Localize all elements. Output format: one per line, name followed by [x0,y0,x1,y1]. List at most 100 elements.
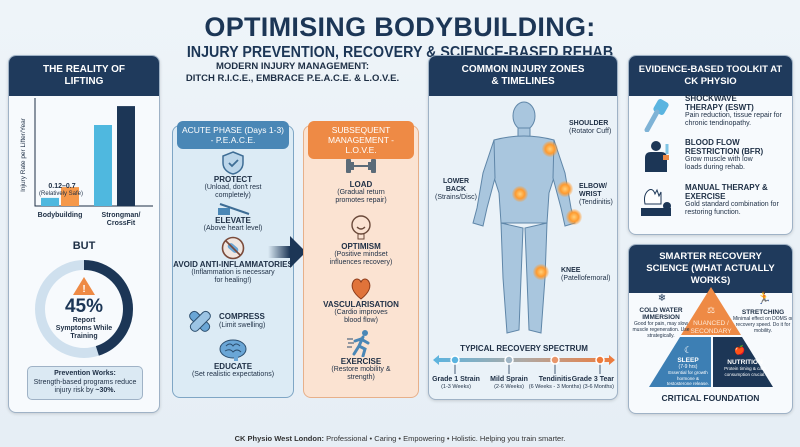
peace-item-avoid: AVOID ANTI-INFLAMMATORIES (Inflammation … [173,236,293,285]
donut-fill [35,260,133,358]
zone-label-elbow-wrist: ELBOW/ WRIST(Tendinitis) [579,183,613,206]
zone-label-knee: KNEE(Patellofemoral) [561,267,611,282]
pyramid-top-label: NUANCED / SECONDARY [690,320,732,335]
spectrum-marker [504,355,514,365]
zone-label-lower-back: LOWER BACK(Strains/Disc) [434,178,477,201]
item-desc: (Set realistic expectations) [191,371,275,378]
donut-value: 45% [64,296,104,317]
bar-0 [41,197,59,206]
no-pill-icon [221,236,245,260]
item-name: OPTIMISM [341,242,381,251]
spectrum-title: TYPICAL RECOVERY SPECTRUM [460,344,588,353]
zone-label-shoulder: SHOULDER(Rotator Cuff) [569,120,612,135]
runner-icon [347,330,370,357]
dumbbell-icon [346,159,376,173]
recovery-science-panel: SMARTER RECOVERY SCIENCE (WHAT ACTUALLY … [628,244,793,414]
toolkit-panel: EVIDENCE-BASED TOOLKIT AT CK PHYSIO SHOC… [628,55,793,235]
callout-emph: ~30%. [95,387,116,394]
toolkit-title: EVIDENCE-BASED TOOLKIT AT CK PHYSIO [629,56,792,96]
moon-icon: ☾ [683,345,693,355]
bar-2 [94,125,112,206]
elevated-leg-icon [218,203,250,215]
footer: CK Physio West London: Professional • Ca… [0,434,800,443]
donut-label: Report Symptoms While Training [55,317,113,340]
spectrum-tendinitis: Tendinitis(6 Weeks - 3 Months) [528,376,582,390]
item-desc: (Gradual return promotes repair) [335,189,387,204]
item-name: LOAD [349,180,373,189]
footer-brand: CK Physio West London: [234,434,325,443]
item-name: AVOID ANTI-INFLAMMATORIES [173,260,293,269]
category-strongman: Strongman/ CrossFit [101,212,141,227]
human-anatomy-figure [472,101,576,334]
bandage-icon [189,310,211,332]
item-desc: (Cardio improves blood flow) [334,309,388,324]
pyramid-top [681,287,741,335]
spectrum-marker [550,355,560,365]
spectrum-marker [595,355,605,365]
injury-zones-panel: COMMON INJURY ZONES & TIMELINES SHOULDER… [428,55,618,400]
toolkit-item-bfr: BLOOD FLOW RESTRICTION (BFR)Grow muscle … [685,138,764,171]
pyramid-nutrition [713,337,773,387]
item-desc: (Positive mindset influences recovery) [329,251,393,266]
item-name: VASCULARISATION [323,300,399,309]
chart-axis [34,98,153,207]
bar-annotation-value: 0.12–0.7 [48,183,76,190]
item-name: EDUCATE [213,362,253,371]
management-title: MODERN INJURY MANAGEMENT: [215,61,370,72]
bar-3 [117,106,135,206]
warning-icon [73,277,95,295]
brain-icon [219,339,247,361]
callout-title: Prevention Works: [54,370,116,377]
spectrum-grade3: Grade 3 Tear(3-6 Months) [571,376,614,390]
love-item-vascularisation: VASCULARISATION (Cardio improves blood f… [304,274,418,325]
footer-text: Professional • Caring • Empowering • Hol… [324,434,566,443]
management-subtitle: DITCH R.I.C.E., EMBRACE P.E.A.C.E. & L.O… [185,73,400,84]
nutrition-icon: 🍎 [734,345,746,355]
love-item-exercise: EXERCISE (Restore mobility & strength) [304,329,418,382]
item-desc: (Limit swelling) [219,322,266,329]
love-phase-label: SUBSEQUENT MANAGEMENT - L.O.V.E. [308,121,414,159]
reality-title: THE REALITY OF LIFTING [9,56,159,96]
item-name: COMPRESS [219,312,265,321]
reality-panel: THE REALITY OF LIFTING Injury Rate per L… [8,55,160,413]
smiling-head-icon [351,215,371,240]
manual-therapy-icon [641,188,671,216]
shield-check-icon [222,151,244,175]
shoulder-hotspot [542,141,558,157]
item-desc: (Restore mobility & strength) [331,366,391,381]
page-title: OPTIMISING BODYBUILDING: [204,12,596,42]
heart-icon [351,278,371,300]
wrist-hotspot [566,209,582,225]
sleep: SLEEP(7-9 hrs)Essential for growth hormo… [666,357,710,386]
callout-text: Strength-based programs reduce injury ri… [33,378,137,395]
scales-icon: ⚖ [706,305,716,315]
but-label: BUT [72,240,96,252]
knee-hotspot [533,264,549,280]
injury-zones-title: COMMON INJURY ZONES & TIMELINES [429,56,617,96]
snowflake-icon: ❄ [657,293,667,304]
item-name: ELEVATE [215,216,251,225]
lower-back-hotspot [512,186,528,202]
peace-item-educate: EDUCATE (Set realistic expectations) [173,338,293,379]
critical-foundation-label: CRITICAL FOUNDATION [629,393,792,403]
love-item-optimism: OPTIMISM (Positive mindset influences re… [304,214,418,267]
category-bodybuilding: Bodybuilding [37,212,83,219]
acute-phase-panel: ACUTE PHASE (Days 1-3) - P.E.A.C.E. PROT… [172,121,294,398]
love-item-load: LOAD (Gradual return promotes repair) [304,156,418,205]
bfr-cuff-icon [645,141,669,172]
recovery-pyramid [649,287,773,387]
injury-rate-chart [34,98,153,207]
item-desc: (Unload, don't rest completely) [204,184,262,199]
pyramid-sleep [649,337,711,387]
recovery-spectrum-bar [433,355,615,374]
love-phase-panel: SUBSEQUENT MANAGEMENT - L.O.V.E. LOAD (G… [303,121,419,398]
shockwave-device-icon [644,99,669,132]
prevention-callout: Prevention Works: Strength-based program… [27,366,143,400]
bar-annotation-note: (Relatively Safe) [38,191,83,197]
peace-item-protect: PROTECT (Unload, don't rest completely) [173,151,293,200]
acute-phase-label: ACUTE PHASE (Days 1-3) - P.E.A.C.E. [177,121,289,149]
bar-1 [61,187,79,206]
